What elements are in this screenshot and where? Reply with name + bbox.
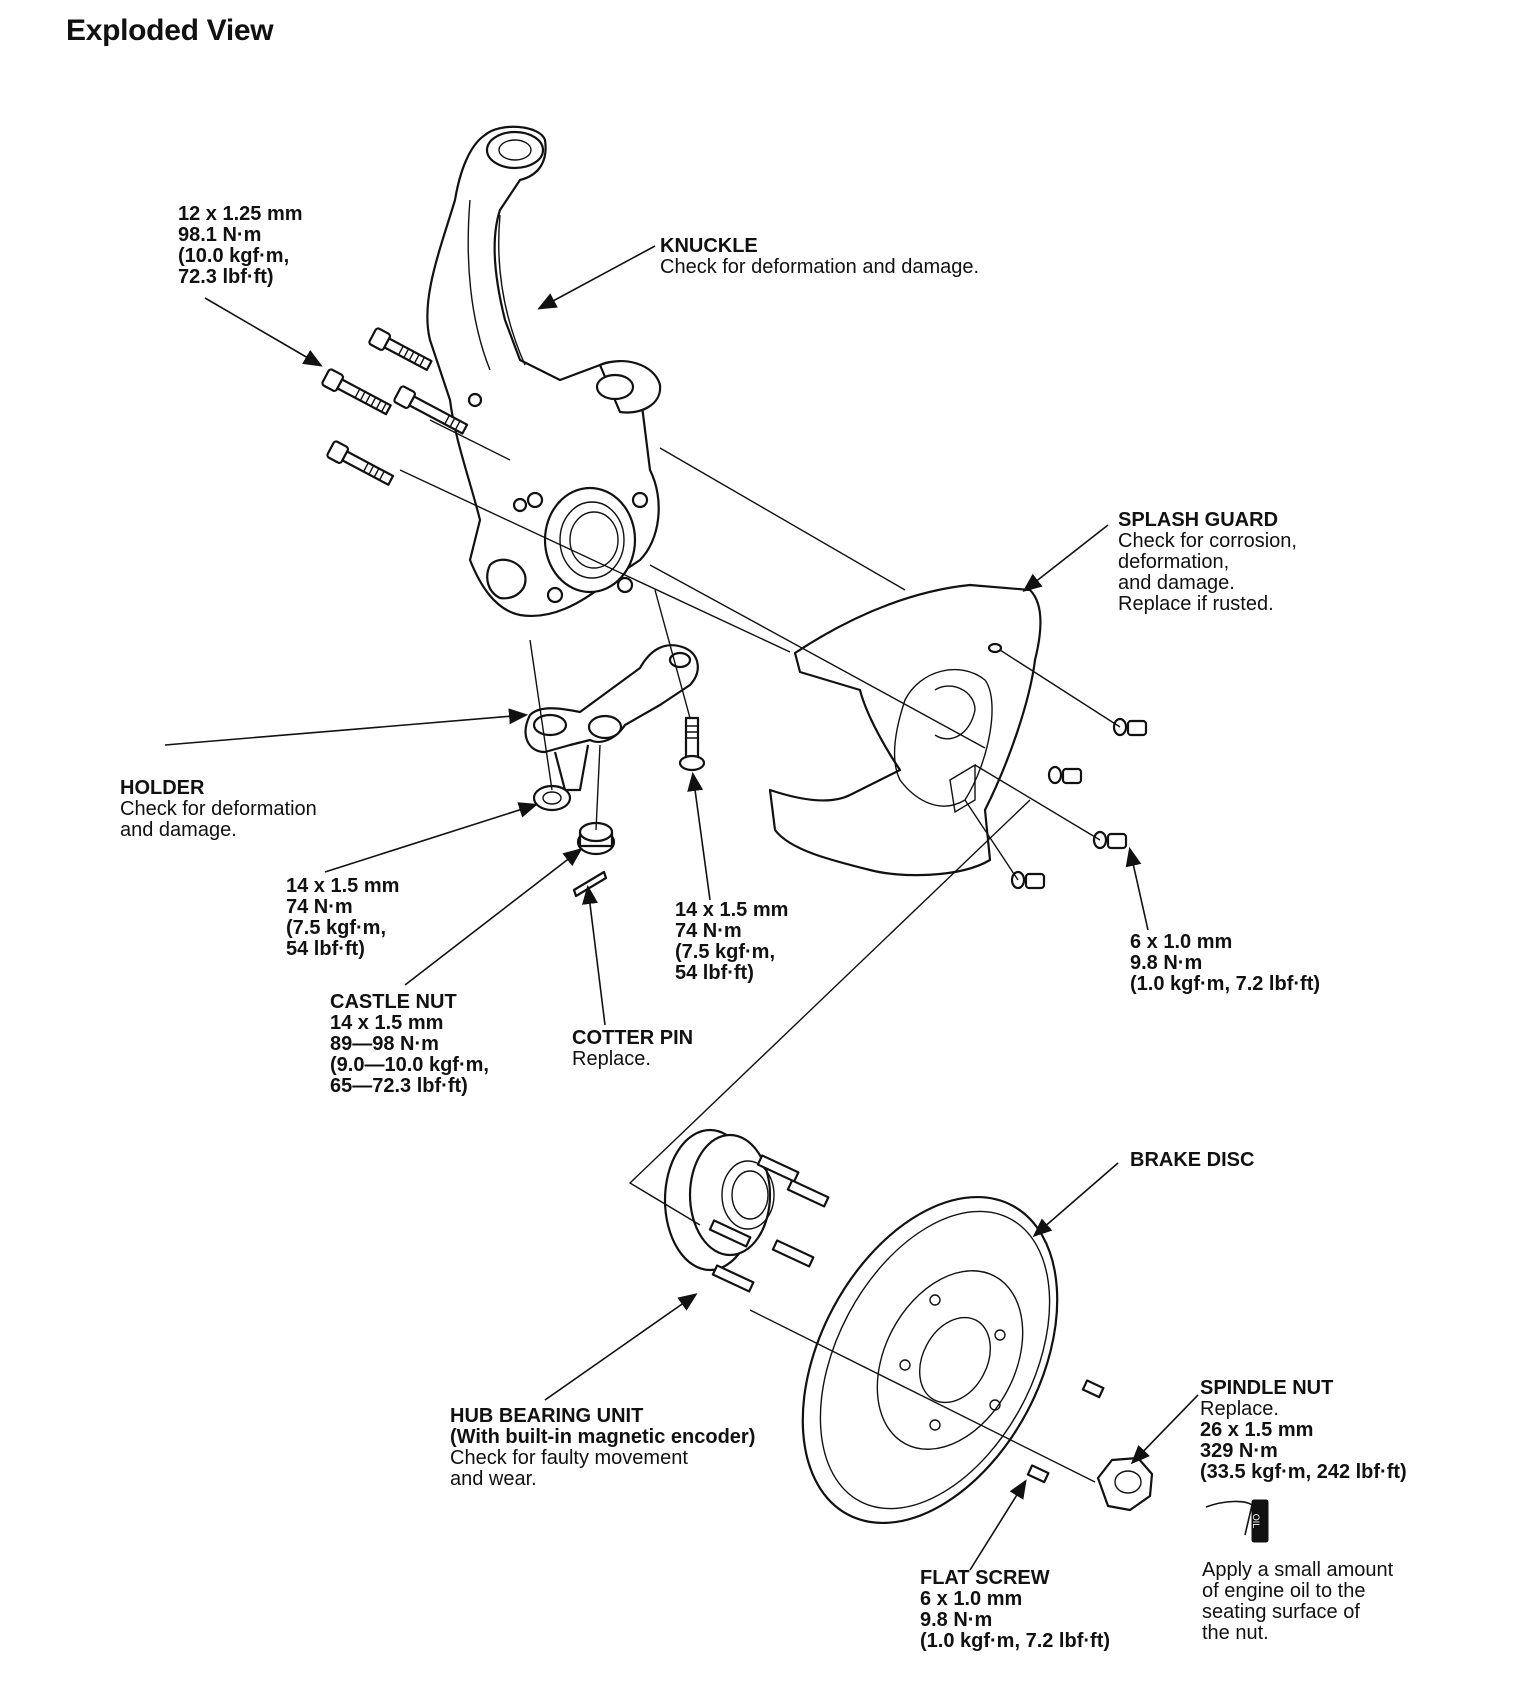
brake-disc-label: BRAKE DISC xyxy=(1130,1149,1255,1171)
hub-bearing-label: HUB BEARING UNIT (With built-in magnetic… xyxy=(450,1405,756,1490)
holder-bolt xyxy=(678,716,706,772)
splash-guard-part xyxy=(768,583,1042,877)
knuckle-part xyxy=(426,125,662,617)
castle-nut-label: CASTLE NUT 14 x 1.5 mm 89—98 N·m (9.0—10… xyxy=(330,991,489,1097)
splash-guard-bolts xyxy=(1010,717,1148,890)
leader-lines xyxy=(164,245,1199,1571)
oil-can-text: OIL xyxy=(1251,1514,1261,1529)
assembly-lines xyxy=(399,419,1121,1483)
page-title: Exploded View xyxy=(66,14,274,47)
cotter-pin-label: COTTER PIN Replace. xyxy=(572,1027,694,1070)
knuckle-bolts xyxy=(321,327,469,486)
spindle-nut-part xyxy=(1096,1456,1154,1512)
spindle-nut-label: SPINDLE NUT Replace. 26 x 1.5 mm 329 N·m… xyxy=(1200,1377,1407,1483)
holder-part xyxy=(524,644,699,792)
holder-bolt-spec: 14 x 1.5 mm 74 N·m (7.5 kgf·m, 54 lbf·ft… xyxy=(675,899,789,984)
splash-guard-label: SPLASH GUARD Check for corrosion, deform… xyxy=(1118,509,1297,615)
flat-screws xyxy=(1026,1379,1105,1484)
oil-note: Apply a small amount of engine oil to th… xyxy=(1202,1559,1394,1644)
cotter-pin-part xyxy=(572,870,608,898)
splash-bolts-spec: 6 x 1.0 mm 9.8 N·m (1.0 kgf·m, 7.2 lbf·f… xyxy=(1130,931,1321,995)
brake-disc-part xyxy=(801,1195,1059,1525)
holder-label: HOLDER Check for deformation and damage. xyxy=(120,777,317,841)
knuckle-label: KNUCKLE Check for deformation and damage… xyxy=(660,235,980,278)
holder-nut-spec: 14 x 1.5 mm 74 N·m (7.5 kgf·m, 54 lbf·ft… xyxy=(286,875,400,960)
flat-screw-label: FLAT SCREW 6 x 1.0 mm 9.8 N·m (1.0 kgf·m… xyxy=(920,1567,1111,1652)
oil-can-icon: OIL xyxy=(1205,1499,1269,1543)
hub-bearing-part xyxy=(663,1128,830,1293)
knuckle-bolts-spec: 12 x 1.25 mm 98.1 N·m (10.0 kgf·m, 72.3 … xyxy=(178,203,303,288)
castle-nut-part xyxy=(576,821,616,856)
